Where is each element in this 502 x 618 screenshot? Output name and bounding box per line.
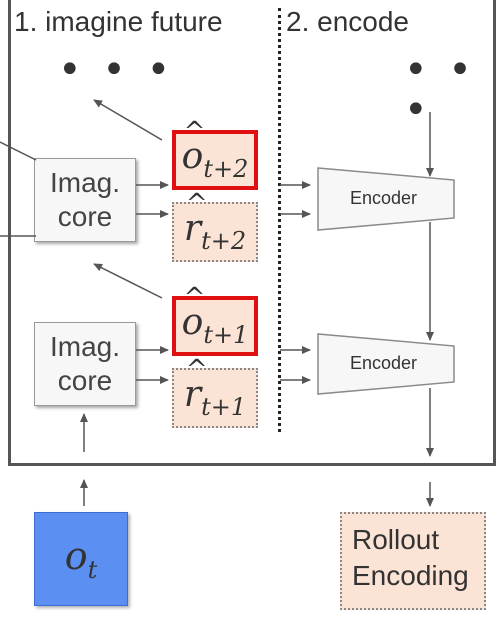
reward-symbol: r: [183, 208, 202, 249]
input-symbol: o: [64, 533, 88, 578]
rollout-label-line1: Rollout: [352, 524, 440, 555]
feedback-arrow-lower: [93, 263, 163, 299]
incoming-line-upper: [0, 141, 37, 161]
observation-symbol: o: [181, 302, 204, 343]
encoder-upper: [317, 167, 455, 231]
encoder-label-lower: Encoder: [350, 353, 418, 373]
rollout-label-line2: Encoding: [352, 560, 469, 592]
predicted-reward-t2: ^rt+2: [172, 191, 258, 262]
imagination-core-lower: Imag. core: [34, 322, 136, 406]
core-label-line2: core: [57, 201, 113, 232]
hat-mark: ^: [185, 355, 208, 385]
hat-mark: ^: [183, 117, 206, 147]
hat-mark: ^: [185, 189, 208, 219]
core-label-line1: Imag.: [49, 167, 121, 199]
predicted-observation-t1: ^ot+1: [172, 285, 258, 356]
predicted-reward-t1: ^rt+1: [172, 357, 258, 428]
hat-mark: ^: [183, 283, 206, 313]
rollout-encoding: Rollout Encoding: [340, 512, 486, 610]
input-observation: ot: [34, 512, 128, 606]
observation-subscript: t+2: [203, 155, 249, 183]
imagine-ellipsis: • • •: [58, 47, 175, 93]
imagination-core-upper: Imag. core: [34, 158, 136, 242]
encode-ellipsis: • • •: [404, 47, 476, 133]
imagine-future-title: 1. imagine future: [14, 6, 223, 37]
predicted-observation-t2: ^ot+2: [172, 119, 258, 190]
encode-title: 2. encode: [286, 6, 409, 37]
observation-subscript: t+1: [203, 321, 249, 349]
section-divider: [278, 8, 281, 432]
input-subscript: t: [87, 555, 98, 584]
reward-subscript: t+2: [201, 227, 247, 255]
reward-subscript: t+1: [201, 393, 247, 421]
feedback-arrow-upper: [93, 99, 163, 141]
core-label-line2: core: [57, 365, 113, 396]
observation-symbol: o: [181, 136, 204, 177]
encoder-lower: [317, 333, 455, 395]
encoder-label-upper: Encoder: [350, 188, 418, 208]
reward-symbol: r: [183, 374, 202, 415]
core-label-line1: Imag.: [49, 331, 121, 363]
